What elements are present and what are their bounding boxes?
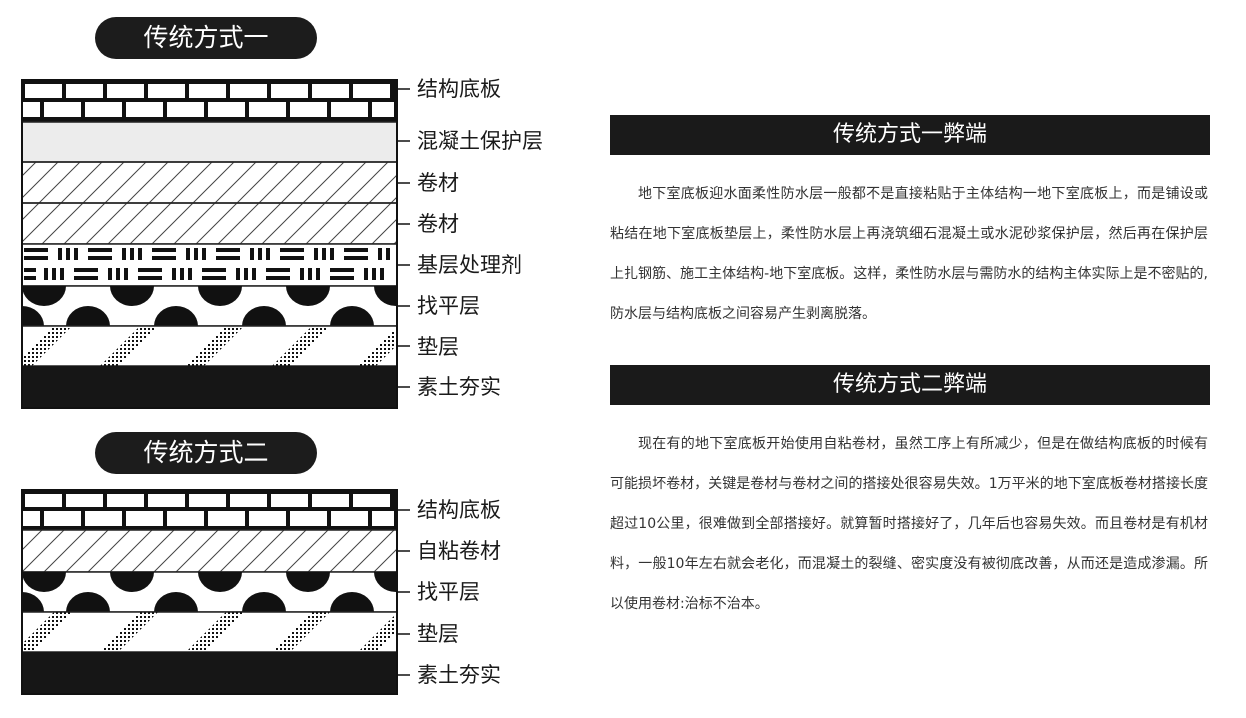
layer-cushion-1 <box>22 325 397 367</box>
section-text-1: 地下室底板迎水面柔性防水层一般都不是直接粘贴于主体结构一地下室底板上，而是铺设或… <box>610 186 1208 322</box>
label-cushion-1: 垫层 <box>417 335 459 359</box>
layer-leveling-2 <box>22 571 397 613</box>
method1-title: 传统方式一 <box>95 17 317 59</box>
layer-brick-2 <box>22 490 397 530</box>
label-membrane-1: 卷材 <box>417 171 459 195</box>
label-rammed-soil-2: 素土夯实 <box>417 663 501 687</box>
layer-rammed-soil-2 <box>22 652 397 694</box>
section-text-2: 现在有的地下室底板开始使用自粘卷材，虽然工序上有所减少，但是在做结构底板的时候有… <box>610 436 1208 612</box>
layer-rammed-soil-1 <box>22 366 397 408</box>
label-leveling-2: 找平层 <box>417 580 480 604</box>
layer-primer <box>22 243 397 287</box>
label-cushion-2: 垫层 <box>417 622 459 646</box>
layer-diagrams <box>21 79 410 695</box>
layer-membrane-2 <box>22 202 397 245</box>
label-primer: 基层处理剂 <box>417 253 522 277</box>
layer-brick-1 <box>22 80 397 122</box>
label-structural-slab-2: 结构底板 <box>417 498 501 522</box>
layer-concrete-protect <box>22 121 397 163</box>
layer-leveling-1 <box>22 285 397 327</box>
label-rammed-soil-1: 素土夯实 <box>417 375 501 399</box>
label-structural-slab-1: 结构底板 <box>417 77 501 101</box>
label-concrete-protect: 混凝土保护层 <box>417 129 543 153</box>
layer-cushion-2 <box>22 611 397 653</box>
section-heading-2: 传统方式二弊端 <box>610 365 1210 405</box>
method2-title: 传统方式二 <box>95 432 317 474</box>
layer-self-adhesive <box>22 529 397 573</box>
label-leveling-1: 找平层 <box>417 294 480 318</box>
label-self-adhesive: 自粘卷材 <box>417 539 501 563</box>
label-membrane-2: 卷材 <box>417 212 459 236</box>
layer-membrane-1 <box>22 161 397 204</box>
section-heading-1: 传统方式一弊端 <box>610 115 1210 155</box>
